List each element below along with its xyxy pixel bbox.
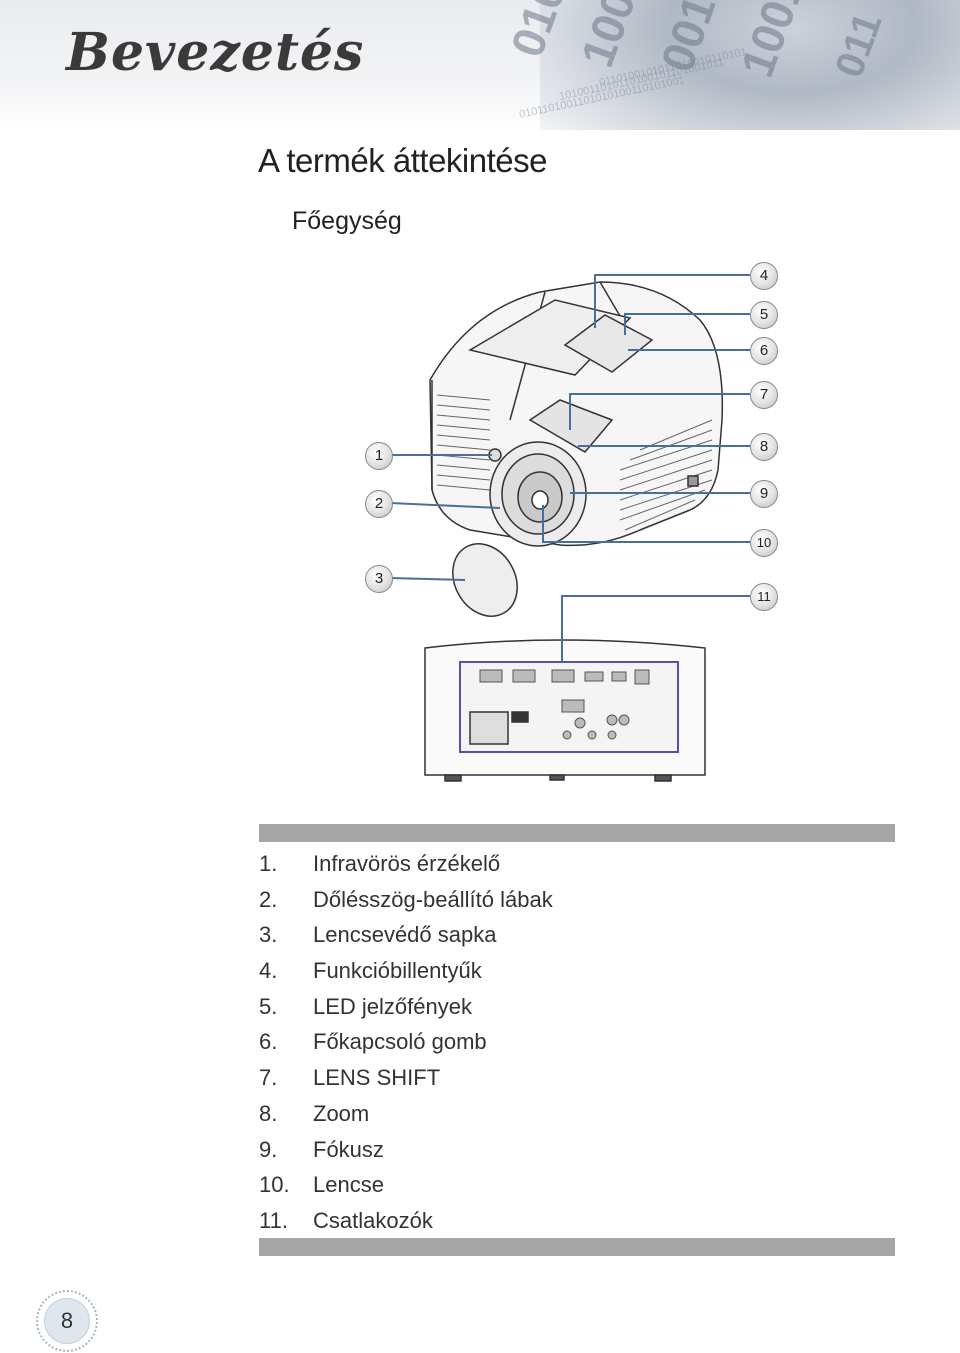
- callout-10: 10: [750, 529, 778, 557]
- callout-9: 9: [750, 480, 778, 508]
- lens-cap: [452, 543, 518, 617]
- callout-5: 5: [750, 301, 778, 329]
- callout-2: 2: [365, 490, 393, 518]
- page-number-badge: 8: [36, 1290, 98, 1352]
- projector-diagram: [389, 274, 750, 782]
- banner-disc-graphic: [540, 0, 960, 130]
- projector-back-view: [424, 639, 706, 782]
- projector-front-view: [429, 281, 724, 547]
- callout-1: 1: [365, 442, 393, 470]
- header-banner: 0101 1001 0010 1001 011 0101101001101010…: [0, 0, 960, 130]
- callout-3: 3: [365, 565, 393, 593]
- binary-pattern-graphic: 0101 1001 0010 1001 011 0101101001101010…: [501, 0, 891, 121]
- callout-11: 11: [750, 583, 778, 611]
- svg-text:1001: 1001: [731, 0, 815, 83]
- callout-4: 4: [750, 262, 778, 290]
- callout-6: 6: [750, 337, 778, 365]
- svg-text:011: 011: [827, 7, 890, 83]
- svg-text:1001: 1001: [571, 0, 655, 73]
- section-heading: A termék áttekintése: [258, 142, 547, 179]
- callout-lines: [389, 274, 750, 662]
- subsection-heading: Főegység: [292, 207, 402, 235]
- callout-8: 8: [750, 433, 778, 461]
- page-number: 8: [44, 1298, 90, 1344]
- list-top-bar: [259, 824, 895, 842]
- callout-7: 7: [750, 381, 778, 409]
- list-bottom-bar: [259, 1238, 895, 1256]
- chapter-title: Bevezetés: [66, 22, 365, 83]
